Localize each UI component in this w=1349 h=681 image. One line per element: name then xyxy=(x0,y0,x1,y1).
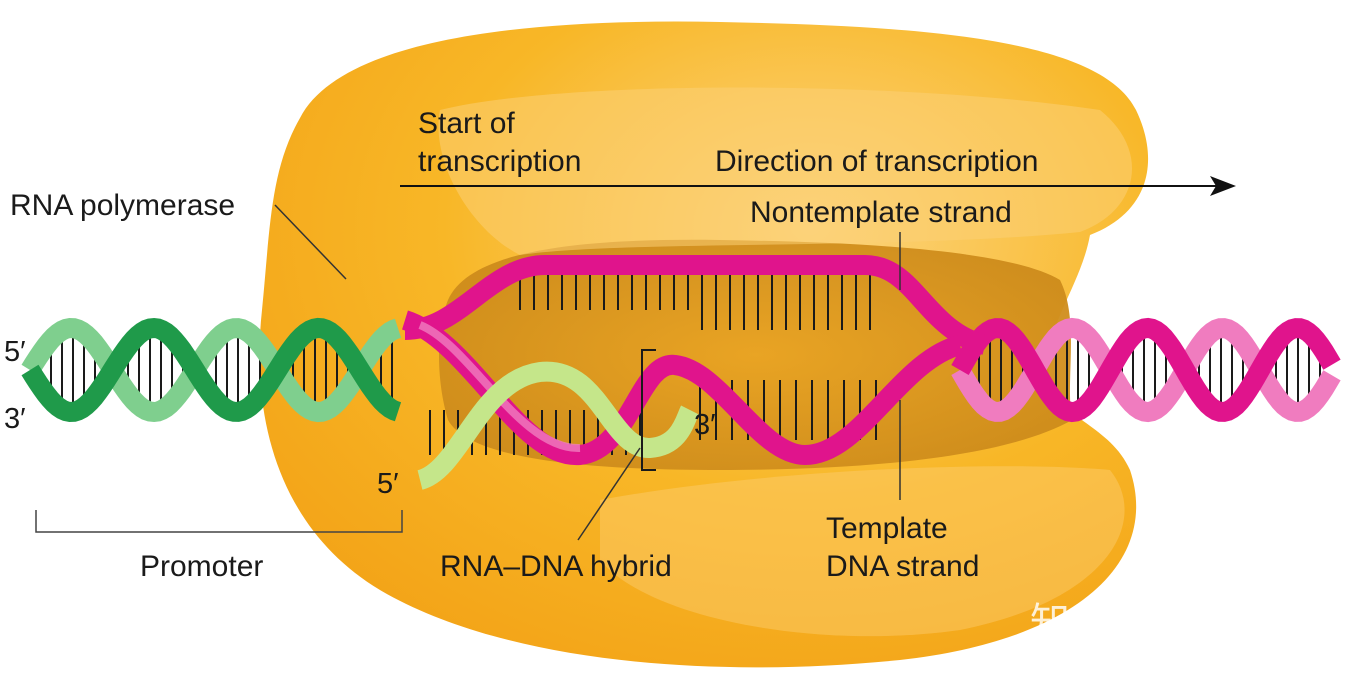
polymerase-upper-lobe xyxy=(438,87,1133,255)
hybrid-leader xyxy=(577,447,641,541)
nontemplate-strand-label: Nontemplate strand xyxy=(750,196,1012,229)
rna-polymerase-leader xyxy=(274,204,347,280)
promoter-label: Promoter xyxy=(140,550,263,583)
dna-helix-green xyxy=(21,317,402,423)
direction-of-transcription-label: Direction of transcription xyxy=(715,145,1038,178)
hybrid-label: RNA–DNA hybrid xyxy=(440,550,672,583)
magenta-strand-front xyxy=(951,317,1341,423)
green-strand-front xyxy=(21,317,402,423)
green-strand-back xyxy=(21,317,402,423)
direction-arrowhead xyxy=(1210,176,1236,196)
rna-5prime-label: 5′ xyxy=(377,468,399,500)
rna-polymerase-label: RNA polymerase xyxy=(10,189,235,222)
dna-helix-magenta xyxy=(951,317,1341,423)
promoter-bracket xyxy=(35,510,403,533)
polymerase-lower-lobe xyxy=(600,466,1125,637)
magenta-strand-back xyxy=(951,317,1341,423)
start-of-transcription-line2: transcription xyxy=(418,145,581,178)
nontemplate-strand xyxy=(404,255,988,355)
rna-3prime-label: 3′ xyxy=(694,409,716,441)
left-3prime-label: 3′ xyxy=(4,403,26,435)
rna-strand xyxy=(416,361,700,490)
template-label-line1: Template xyxy=(826,512,948,545)
start-of-transcription-line1: Start of xyxy=(418,107,515,140)
watermark: 知乎 @Nothing xyxy=(1030,601,1300,645)
left-5prime-label: 5′ xyxy=(4,336,26,368)
template-label-line2: DNA strand xyxy=(826,550,979,583)
hybrid-bracket xyxy=(641,349,656,471)
